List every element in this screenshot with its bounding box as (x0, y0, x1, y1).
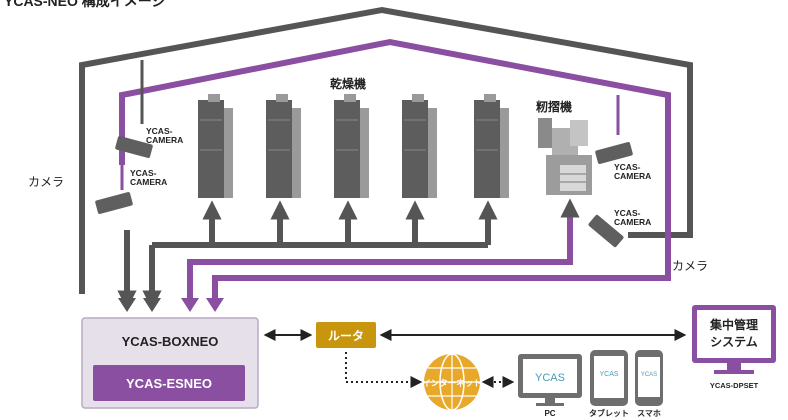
internet-globe-icon (424, 353, 480, 411)
camera-1-label: YCAS-CAMERA (146, 126, 183, 145)
phone-screen-logo: YCAS (641, 372, 657, 378)
dryer-units (198, 94, 509, 198)
gray-arrowhead-1 (118, 298, 136, 312)
central-system-title-2: システム (710, 335, 758, 349)
router-box (316, 322, 376, 348)
central-system-title-1: 集中管理 (709, 317, 758, 332)
dryer-unit (266, 94, 301, 198)
camera-left-label: カメラ (28, 175, 64, 189)
pc-screen-logo: YCAS (535, 372, 565, 384)
diagram-title: YCAS-NEO 構成イメージ (4, 0, 166, 9)
camera-icon (595, 142, 633, 164)
tablet-label: タブレット (589, 408, 629, 418)
building-gray-line (79, 6, 693, 294)
central-system-sub: YCAS-DPSET (710, 381, 759, 390)
huller-label: 籾摺機 (536, 99, 572, 114)
tablet-icon (590, 350, 628, 406)
camera-4-label: YCAS-CAMERA (614, 208, 651, 227)
boxneo-label: YCAS-BOXNEO (122, 334, 219, 349)
camera-3-label: YCAS-CAMERA (614, 162, 651, 181)
dryer-unit (334, 94, 369, 198)
esneo-box (93, 365, 245, 401)
huller-machine (538, 118, 592, 195)
router-label: ルータ (328, 329, 364, 343)
dryers-label: 乾燥機 (330, 76, 366, 91)
purple-arrowhead-1 (181, 298, 199, 312)
phone-label: スマホ (637, 409, 661, 418)
camera-icon (588, 214, 624, 248)
pc-label: PC (544, 409, 555, 418)
purple-arrowhead-2 (206, 298, 224, 312)
gray-arrowhead-2 (143, 298, 161, 312)
router-internet-dotted (345, 352, 423, 388)
dryer-unit (474, 94, 509, 198)
camera-2-label: YCAS-CAMERA (130, 168, 167, 187)
camera-right-label: カメラ (672, 259, 708, 273)
central-system-monitor (692, 305, 776, 374)
tablet-screen-logo: YCAS (599, 371, 618, 378)
dryer-unit (198, 94, 233, 198)
dryer-unit (402, 94, 437, 198)
dryer-up-arrows (202, 200, 498, 245)
esneo-label: YCAS-ESNEO (126, 376, 212, 391)
smartphone-icon (635, 350, 663, 406)
camera-icon (115, 136, 153, 158)
building-purple-line (187, 240, 573, 300)
purple-roof-line (119, 38, 671, 300)
camera-icon (95, 192, 133, 214)
internet-label: インターネット (422, 378, 482, 388)
pc-monitor-icon (518, 354, 582, 406)
